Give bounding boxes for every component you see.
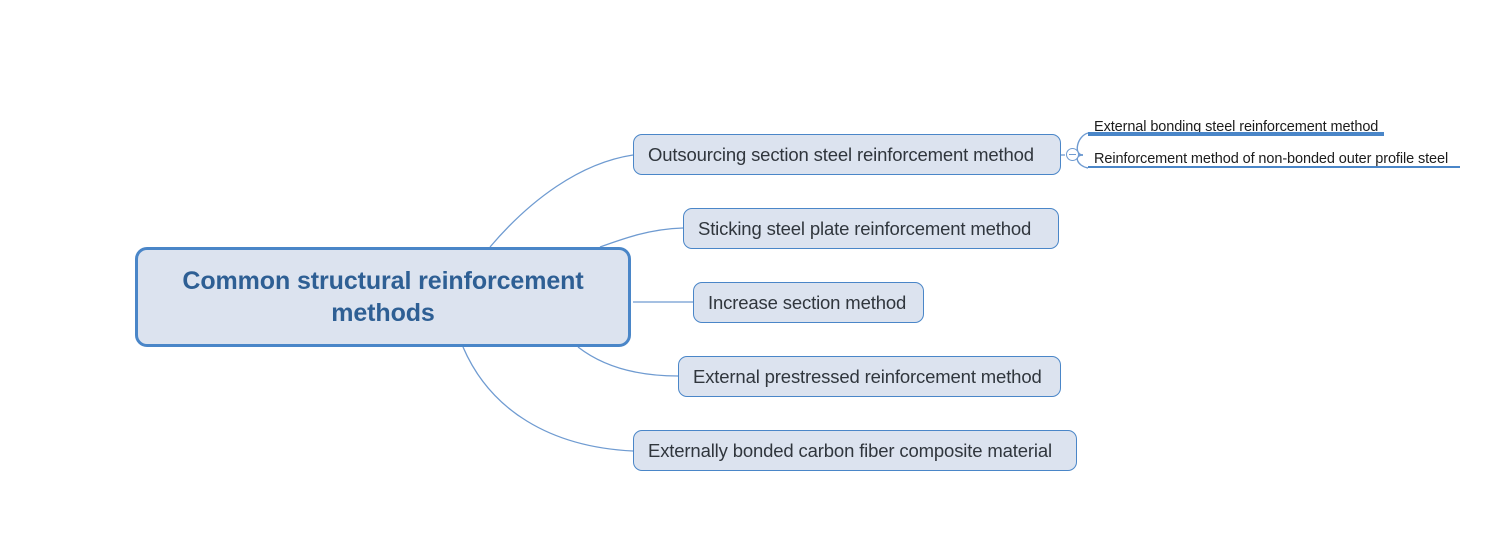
edge-root-to-sticking — [599, 227, 684, 248]
branch-node-label: Outsourcing section steel reinforcement … — [648, 143, 1034, 165]
branch-node-label: Increase section method — [708, 291, 907, 313]
leaf-item-label: External bonding steel reinforcement met… — [1094, 119, 1379, 136]
branch-node-externally-bonded-carbon-fiber[interactable]: Externally bonded carbon fiber composite… — [633, 430, 1077, 471]
edge-brace-lower — [1076, 154, 1089, 169]
edge-root-to-prestressed — [577, 346, 679, 377]
branch-node-sticking-steel-plate[interactable]: Sticking steel plate reinforcement metho… — [683, 208, 1059, 249]
branch-node-increase-section[interactable]: Increase section method — [693, 282, 924, 323]
edge-brace-upper — [1076, 132, 1089, 156]
branch-node-label: External prestressed reinforcement metho… — [693, 365, 1042, 387]
edge-root-to-carbonfiber — [462, 346, 634, 452]
leaf-item-external-bonding-steel[interactable]: External bonding steel reinforcement met… — [1088, 114, 1384, 136]
branch-node-label: Externally bonded carbon fiber composite… — [648, 439, 1052, 461]
branch-node-outsourcing-section-steel[interactable]: Outsourcing section steel reinforcement … — [633, 134, 1061, 175]
root-node-label: Common structural reinforcement methods — [182, 267, 584, 327]
branch-node-external-prestressed[interactable]: External prestressed reinforcement metho… — [678, 356, 1061, 397]
leaf-item-non-bonded-outer-profile-steel[interactable]: Reinforcement method of non-bonded outer… — [1088, 146, 1460, 168]
edge-root-to-outsourcing — [489, 154, 634, 248]
leaf-underline — [1088, 132, 1384, 136]
minus-glyph — [1069, 153, 1076, 156]
leaf-underline — [1088, 166, 1460, 168]
leaf-item-label: Reinforcement method of non-bonded outer… — [1094, 151, 1449, 168]
root-node[interactable]: Common structural reinforcement methods — [135, 247, 631, 347]
collapse-minus-icon[interactable] — [1066, 148, 1079, 161]
branch-node-label: Sticking steel plate reinforcement metho… — [698, 217, 1032, 239]
